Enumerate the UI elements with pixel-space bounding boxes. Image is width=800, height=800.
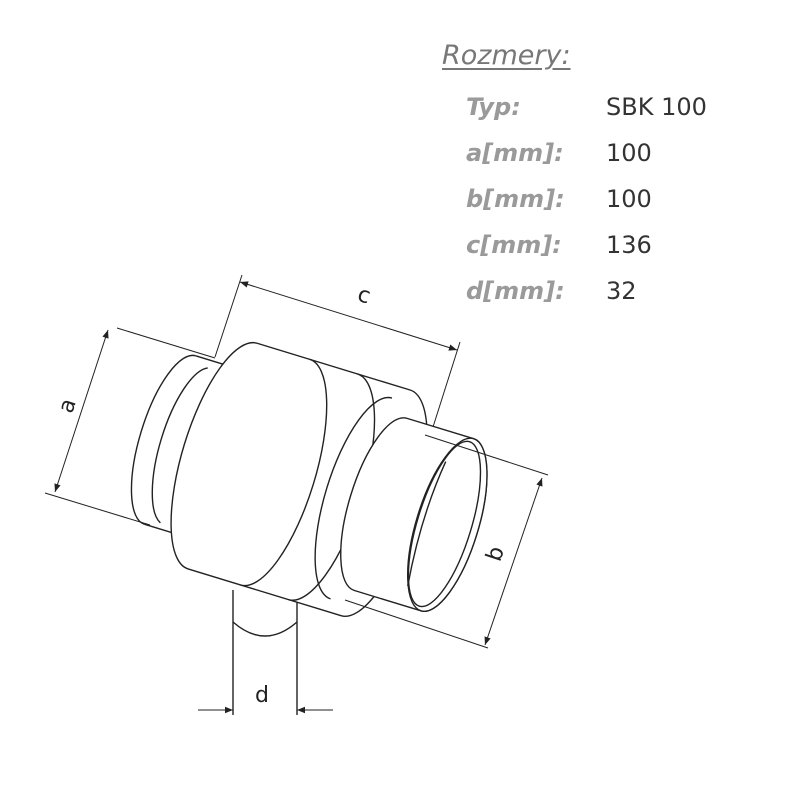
row-label: b[mm]: [466, 185, 565, 213]
row-value: 136 [606, 231, 652, 259]
drain-pipe [232, 590, 298, 715]
row-value: 100 [606, 139, 652, 167]
dim-b-label: b [482, 543, 510, 564]
row-c: c[mm]: 136 [466, 230, 766, 260]
dim-d-label: d [255, 683, 269, 708]
row-label: Typ: [466, 93, 521, 121]
row-a: a[mm]: 100 [466, 138, 766, 168]
dim-a-label: a [54, 396, 82, 417]
row-b: b[mm]: 100 [466, 184, 766, 214]
row-value: 32 [606, 277, 637, 305]
dimension-lines [44, 274, 549, 714]
row-label: a[mm]: [466, 139, 564, 167]
row-type: Typ: SBK 100 [466, 92, 766, 122]
row-value: 100 [606, 185, 652, 213]
row-label: d[mm]: [466, 277, 565, 305]
outlet-collar [340, 417, 488, 613]
row-label: c[mm]: [466, 231, 562, 259]
dim-c-label: c [354, 282, 373, 309]
row-d: d[mm]: 32 [466, 276, 766, 306]
row-value: SBK 100 [606, 93, 707, 121]
table-title: Rozmery: [442, 40, 571, 71]
